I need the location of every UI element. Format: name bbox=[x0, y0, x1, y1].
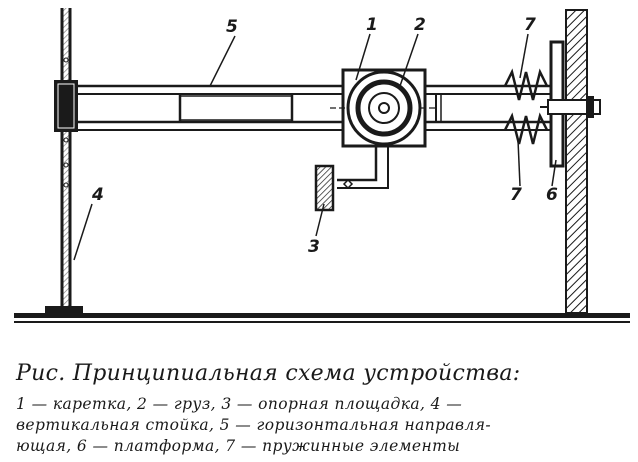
spring-elements bbox=[503, 68, 549, 145]
right-wall bbox=[565, 9, 588, 314]
post-clamp bbox=[54, 80, 78, 132]
support-pad bbox=[314, 146, 389, 212]
weight bbox=[346, 70, 422, 146]
figure-caption: Рис. Принципиальная схема устройства: 1 … bbox=[16, 360, 628, 457]
horizontal-guide bbox=[78, 84, 560, 131]
floor bbox=[14, 313, 630, 323]
callout-horizontal-guide: 5 bbox=[226, 17, 238, 37]
callout-support-pad: 3 bbox=[308, 237, 320, 257]
legend-line: вертикальная стойка, 5 — горизонтальная … bbox=[16, 416, 492, 434]
callout-weight: 2 bbox=[414, 15, 426, 35]
vertical-post bbox=[45, 8, 83, 314]
callout-vertical-post: 4 bbox=[91, 185, 104, 205]
callout-carriage: 1 bbox=[366, 15, 378, 35]
legend-line: 1 — каретка, 2 — груз, 3 — опорная площа… bbox=[16, 395, 463, 413]
legend-line: ющая, 6 — платформа, 7 — пружинные элеме… bbox=[16, 437, 461, 455]
callout-spring-top: 7 bbox=[524, 15, 536, 35]
callout-spring-bottom: 7 bbox=[510, 185, 522, 205]
leader-lines bbox=[73, 33, 557, 261]
callout-platform: 6 bbox=[546, 185, 558, 205]
device-schematic-diagram: 5 1 2 7 4 7 6 3 bbox=[14, 8, 630, 323]
platform bbox=[540, 40, 601, 168]
caption-legend: 1 — каретка, 2 — груз, 3 — опорная площа… bbox=[16, 394, 628, 457]
caption-title: Рис. Принципиальная схема устройства: bbox=[16, 361, 521, 386]
